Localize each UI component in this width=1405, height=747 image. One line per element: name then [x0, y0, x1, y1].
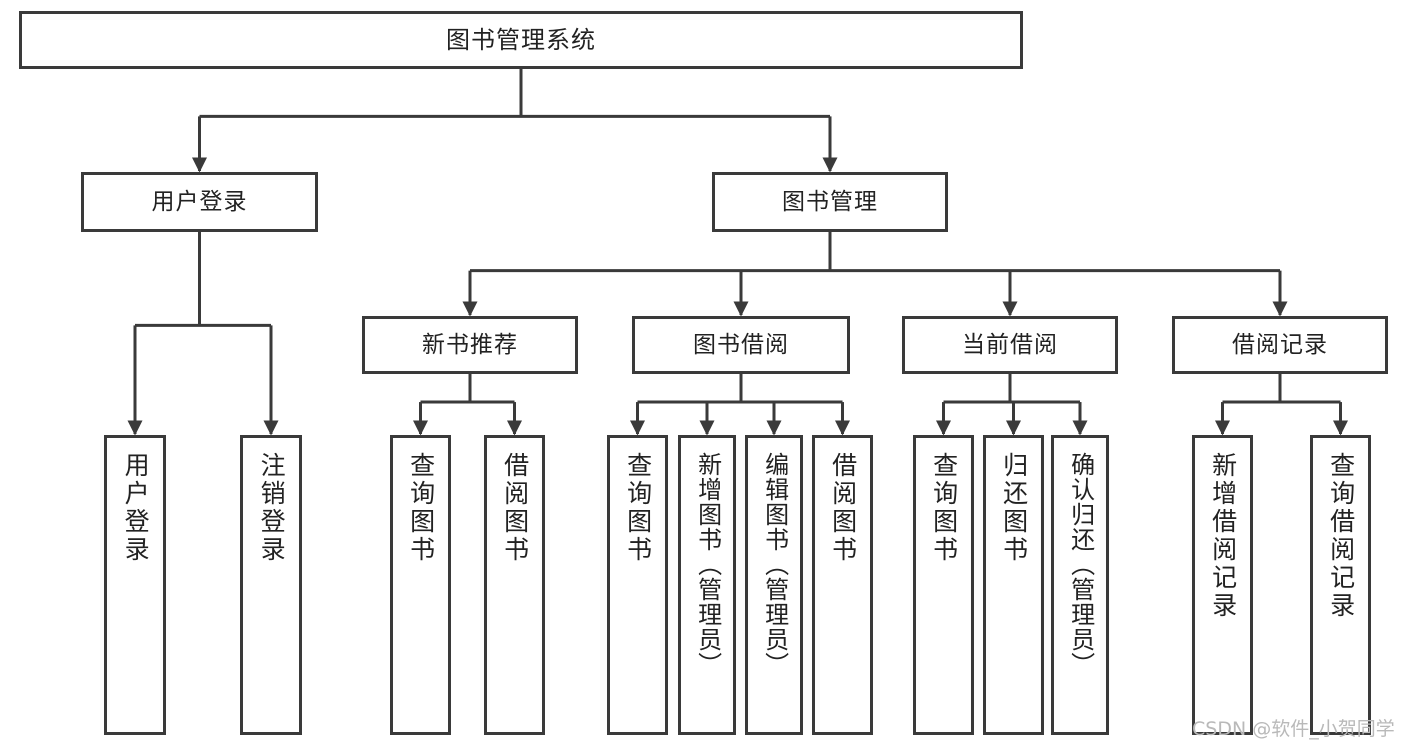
node-leaf-confirm-return[interactable]: 确认归还（管理员）: [1051, 435, 1109, 735]
node-user-login[interactable]: 用户登录: [81, 172, 318, 232]
node-leaf-query-book-b-label: 查询图书: [623, 452, 653, 564]
node-leaf-return-book[interactable]: 归还图书: [983, 435, 1044, 735]
node-borrow-record[interactable]: 借阅记录: [1172, 316, 1388, 374]
node-leaf-query-record[interactable]: 查询借阅记录: [1310, 435, 1371, 735]
node-user-login-label: 用户登录: [151, 188, 248, 215]
node-leaf-confirm-return-label: 确认归还（管理员）: [1066, 452, 1095, 677]
node-leaf-user-login-label: 用户登录: [121, 452, 151, 564]
node-leaf-add-record-label: 新增借阅记录: [1208, 452, 1238, 620]
node-book-manage[interactable]: 图书管理: [712, 172, 948, 232]
node-leaf-edit-book[interactable]: 编辑图书（管理员）: [745, 435, 803, 735]
node-leaf-user-login[interactable]: 用户登录: [104, 435, 166, 735]
node-leaf-add-book-label: 新增图书（管理员）: [693, 452, 722, 677]
node-borrow-record-label: 借阅记录: [1232, 331, 1328, 358]
node-new-book-recommend[interactable]: 新书推荐: [362, 316, 578, 374]
node-leaf-return-book-label: 归还图书: [999, 452, 1029, 564]
node-root[interactable]: 图书管理系统: [19, 11, 1023, 69]
node-current-borrow-label: 当前借阅: [962, 331, 1058, 358]
node-root-label: 图书管理系统: [446, 26, 596, 54]
node-book-manage-label: 图书管理: [782, 188, 878, 215]
node-leaf-borrow-book-b-label: 借阅图书: [828, 452, 858, 564]
node-current-borrow[interactable]: 当前借阅: [902, 316, 1118, 374]
node-leaf-query-book-c[interactable]: 查询图书: [913, 435, 974, 735]
node-leaf-query-book-a-label: 查询图书: [406, 452, 436, 564]
node-leaf-borrow-book-a[interactable]: 借阅图书: [484, 435, 545, 735]
node-leaf-query-book-b[interactable]: 查询图书: [607, 435, 668, 735]
node-leaf-query-record-label: 查询借阅记录: [1326, 452, 1356, 620]
node-new-book-recommend-label: 新书推荐: [422, 331, 518, 358]
node-leaf-borrow-book-a-label: 借阅图书: [500, 452, 530, 564]
node-leaf-logout-label: 注销登录: [257, 452, 287, 564]
node-leaf-add-record[interactable]: 新增借阅记录: [1192, 435, 1253, 735]
node-leaf-query-book-a[interactable]: 查询图书: [390, 435, 451, 735]
node-leaf-query-book-c-label: 查询图书: [929, 452, 959, 564]
node-book-borrow-label: 图书借阅: [693, 331, 789, 358]
node-leaf-borrow-book-b[interactable]: 借阅图书: [812, 435, 873, 735]
node-leaf-logout[interactable]: 注销登录: [240, 435, 302, 735]
node-leaf-edit-book-label: 编辑图书（管理员）: [760, 452, 789, 677]
csdn-watermark: CSDN @软件_小贺同学: [1192, 718, 1395, 740]
node-book-borrow[interactable]: 图书借阅: [632, 316, 850, 374]
node-leaf-add-book[interactable]: 新增图书（管理员）: [678, 435, 736, 735]
